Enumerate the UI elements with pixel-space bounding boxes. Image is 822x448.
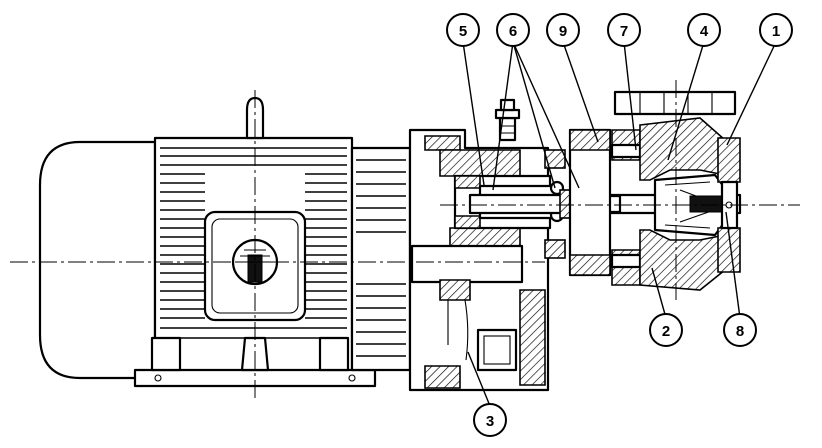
motor-feet (133, 368, 377, 388)
svg-text:4: 4 (700, 23, 709, 40)
centerlines (10, 80, 800, 400)
adapter-flange (568, 128, 612, 277)
svg-text:6: 6 (509, 23, 517, 40)
svg-text:9: 9 (559, 23, 567, 40)
callout-5: 5 (446, 13, 480, 47)
svg-text:3: 3 (486, 413, 494, 430)
callout-2: 2 (649, 313, 683, 347)
callout-6: 6 (496, 13, 530, 47)
callout-8: 8 (723, 313, 757, 347)
bearing-bracket (408, 128, 550, 392)
motor-fan-cover (38, 140, 157, 380)
pump-casing (610, 90, 741, 291)
discharge-flange (613, 90, 737, 116)
leader-lines (462, 41, 777, 407)
svg-text:1: 1 (772, 23, 780, 40)
svg-text:7: 7 (620, 23, 628, 40)
svg-text:2: 2 (662, 323, 670, 340)
callout-9: 9 (546, 13, 580, 47)
callout-3: 3 (473, 403, 507, 437)
suction-flange (717, 137, 741, 183)
electric-motor (38, 96, 412, 388)
callout-7: 7 (607, 13, 641, 47)
callout-4: 4 (687, 13, 721, 47)
motor-cooling-fins (160, 147, 347, 339)
svg-text:5: 5 (459, 23, 467, 40)
callout-1: 1 (759, 13, 793, 47)
motor-shaft (410, 244, 524, 284)
svg-text:8: 8 (736, 323, 744, 340)
